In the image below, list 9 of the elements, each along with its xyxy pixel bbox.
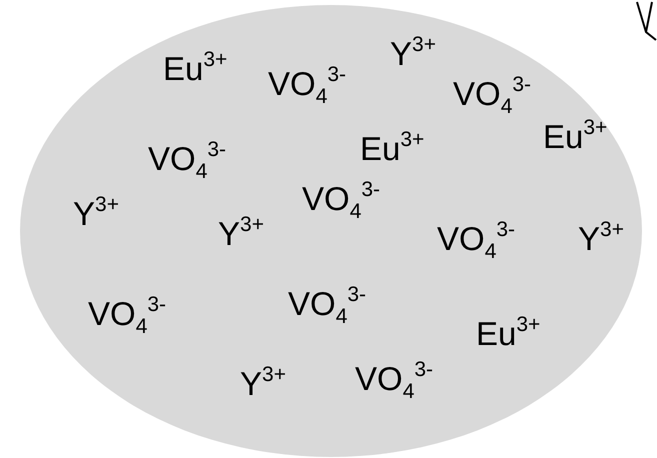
ion-label: Y$^{3+}$ xyxy=(240,367,286,400)
ion-label: Eu$^{3+}$ xyxy=(476,317,540,350)
ion-label: Eu$^{3+}$ xyxy=(360,132,424,165)
ion-label: Y$^{3+}$ xyxy=(578,222,624,255)
ion-label: Y$^{3+}$ xyxy=(73,197,119,230)
ion-label: Eu$^{3+}$ xyxy=(543,120,608,153)
ion-label: Eu$^{3+}$ xyxy=(163,52,228,85)
ion-label: Y$^{3+}$ xyxy=(390,37,436,70)
ion-label: Y$^{3+}$ xyxy=(218,217,264,250)
